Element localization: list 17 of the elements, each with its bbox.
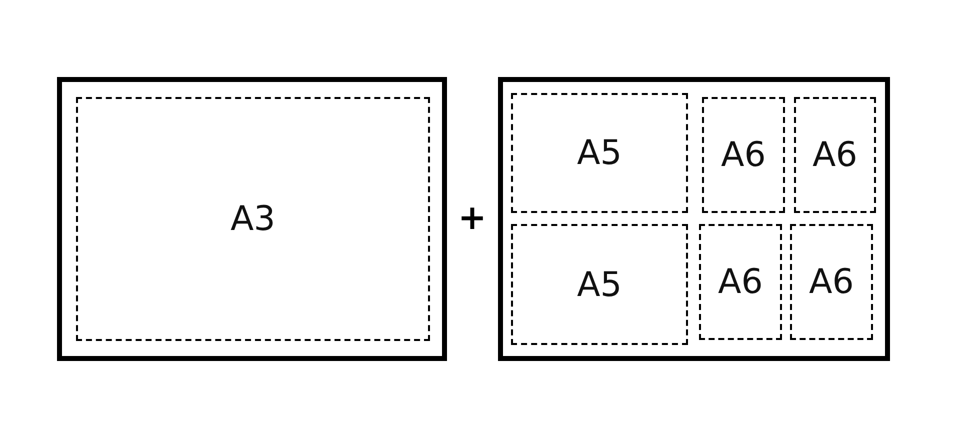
format-label: A6 bbox=[812, 135, 858, 175]
format-label: A3 bbox=[230, 199, 276, 239]
dashed-region bbox=[699, 224, 782, 340]
dashed-region bbox=[511, 224, 688, 345]
format-label: A5 bbox=[577, 133, 622, 173]
format-label: A6 bbox=[809, 262, 854, 302]
dashed-region bbox=[702, 97, 785, 213]
dashed-region bbox=[790, 224, 873, 340]
sheet-outline bbox=[57, 77, 447, 361]
format-label: A6 bbox=[721, 135, 766, 175]
dashed-region bbox=[76, 97, 430, 341]
dashed-region bbox=[794, 97, 876, 213]
sheet-outline bbox=[498, 77, 890, 361]
format-label: A5 bbox=[577, 264, 622, 304]
format-label: A6 bbox=[718, 262, 763, 302]
plus-sign: + bbox=[458, 198, 486, 238]
dashed-region bbox=[511, 93, 688, 213]
